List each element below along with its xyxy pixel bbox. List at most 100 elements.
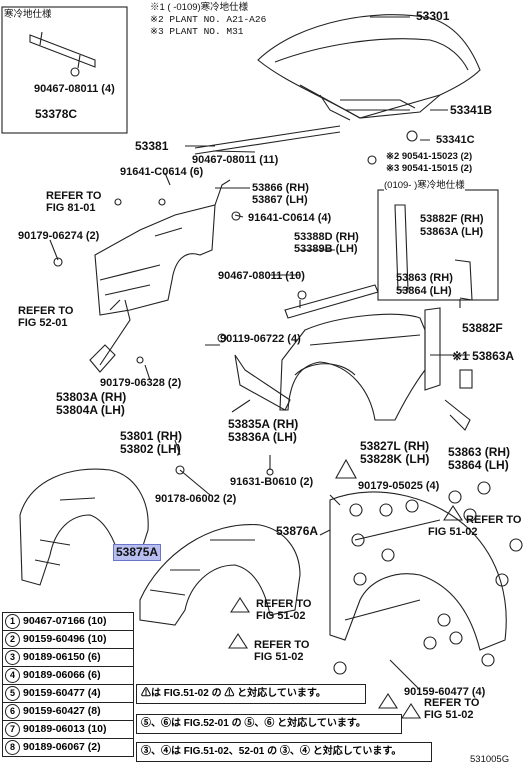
part-label-53388d-rh: 53388D (RH)	[294, 231, 359, 243]
legend-number: 1	[5, 614, 20, 629]
part-label-53863a: ※1 53863A	[452, 349, 515, 363]
legend-part-code: 90189-06150 (6)	[23, 651, 101, 663]
part-label-53864-lh: 53864 (LH)	[448, 458, 509, 472]
legend-row: 4 90189-06066 (6)	[2, 666, 134, 685]
part-label-90467-08011-11: 90467-08011 (11)	[192, 154, 279, 166]
legend-number: 3	[5, 650, 20, 665]
figure-code: 531005G	[470, 754, 510, 765]
rear-liner	[329, 491, 507, 651]
part-label-53876a: 53876A	[276, 524, 319, 538]
part-label-90467-08011-10: 90467-08011 (10)	[218, 270, 305, 282]
note-cold-region: ※1 ( -0109)寒冷地仕様	[150, 2, 249, 13]
part-label-53341b: 53341B	[450, 103, 493, 117]
legend-part-code: 90189-06067 (2)	[23, 741, 101, 753]
part-label-53836a-lh: 53836A (LH)	[228, 430, 297, 444]
legend-number: 2	[5, 632, 20, 647]
legend-row: 6 90159-60427 (8)	[2, 702, 134, 721]
note-fig-52-01: ⑤、⑥は FIG.52-01 の ⑤、⑥ と対応しています。	[136, 714, 402, 734]
legend-part-code: 90189-06066 (6)	[23, 669, 101, 681]
part-label-90541-15023: ※2 90541-15023 (2)	[386, 151, 473, 162]
inset-frame-left	[1, 6, 128, 134]
part-label-90179-06274: 90179-06274 (2)	[18, 230, 100, 242]
part-label-53827l-rh: 53827L (RH)	[360, 439, 430, 453]
legend-part-code: 90159-60496 (10)	[23, 633, 107, 645]
legend-number: 7	[5, 722, 20, 737]
refer-to-label: REFER TO	[46, 190, 102, 202]
legend-row: 7 90189-06013 (10)	[2, 720, 134, 739]
part-label-53864-lh: 53864 (LH)	[396, 285, 452, 297]
inset-left-title: 寒冷地仕様	[4, 9, 52, 20]
fender-apron	[94, 204, 216, 316]
refer-to-label: REFER TO	[466, 514, 522, 526]
part-label-53801-rh: 53801 (RH)	[120, 429, 183, 443]
hood-seal	[194, 125, 341, 155]
legend-number: 4	[5, 668, 20, 683]
part-label-53863-rh: 53863 (RH)	[396, 272, 453, 284]
part-label-53381: 53381	[135, 139, 169, 153]
part-label-53802-lh: 53802 (LH)	[120, 442, 181, 456]
note-plant-a21: ※2 PLANT NO. A21-A26	[150, 14, 267, 25]
hood-crease	[274, 38, 469, 71]
note-fig-51-02-52-01: ③、④は FIG.51-02、52-01 の ③、④ と対応しています。	[136, 742, 432, 762]
legend-row: 3 90189-06150 (6)	[2, 648, 134, 667]
legend-row: 8 90189-06067 (2)	[2, 738, 134, 757]
note-fig-51-02: ⚠は FIG.51-02 の ⚠ と対応しています。	[136, 684, 366, 704]
refer-fig-51-02[interactable]: FIG 51-02	[424, 709, 474, 721]
legend-row: 5 90159-60477 (4)	[2, 684, 134, 703]
legend-part-code: 90159-60477 (4)	[23, 687, 101, 699]
part-label-53828k-lh: 53828K (LH)	[360, 452, 430, 466]
part-label-53341c: 53341C	[436, 134, 475, 146]
legend-part-code: 90189-06013 (10)	[23, 723, 107, 735]
front-bracket	[89, 299, 131, 373]
part-label-53389b-lh: 53389B (LH)	[294, 243, 358, 255]
hood-outline	[257, 14, 481, 119]
part-label-53863a-lh: 53863A (LH)	[420, 226, 484, 238]
refer-fig-52-01[interactable]: FIG 52-01	[18, 317, 68, 329]
part-label-53863-rh: 53863 (RH)	[448, 445, 511, 459]
refer-to-label: REFER TO	[256, 598, 312, 610]
refer-fig-51-02[interactable]: FIG 51-02	[254, 651, 304, 663]
refer-fig-81-01[interactable]: FIG 81-01	[46, 202, 96, 214]
legend-number: 6	[5, 704, 20, 719]
side-garnish	[284, 284, 379, 319]
part-label-53882f: 53882F	[462, 321, 503, 335]
part-label-90159-60477: 90159-60477 (4)	[404, 686, 486, 698]
part-label-91641-c0614-6: 91641-C0614 (6)	[120, 166, 204, 178]
part-label-53803a-rh: 53803A (RH)	[56, 390, 127, 404]
refer-to-label: REFER TO	[18, 305, 74, 317]
part-label-53378c: 53378C	[35, 107, 78, 121]
part-label-53882f-rh: 53882F (RH)	[420, 213, 484, 225]
hood-inner-frame	[299, 84, 441, 121]
front-fender	[279, 313, 426, 421]
part-label-90179-05025: 90179-05025 (4)	[358, 480, 440, 492]
part-label-90178-06002: 90178-06002 (2)	[155, 493, 237, 505]
front-liner-left	[19, 468, 149, 586]
part-label-53866-rh: 53866 (RH)	[252, 182, 309, 194]
note-plant-m31: ※3 PLANT NO. M31	[150, 26, 244, 37]
part-label-53867-lh: 53867 (LH)	[252, 194, 308, 206]
front-liner-right	[139, 523, 301, 626]
clip-fastener	[53, 257, 63, 267]
inset-right-title: (0109- )寒冷地仕様	[384, 180, 465, 191]
refer-to-label: REFER TO	[254, 639, 310, 651]
part-label-90541-15015: ※3 90541-15015 (2)	[386, 163, 473, 174]
refer-fig-51-02[interactable]: FIG 51-02	[256, 610, 306, 622]
part-label-53835a-rh: 53835A (RH)	[228, 417, 299, 431]
part-label-90119-06722: 90119-06722 (4)	[220, 333, 301, 345]
part-label-90179-06328: 90179-06328 (2)	[100, 377, 182, 389]
part-label-91631-b0610: 91631-B0610 (2)	[230, 476, 314, 488]
legend-number: 8	[5, 740, 20, 755]
legend-part-code: 90159-60427 (8)	[23, 705, 101, 717]
legend-row: 1 90467-07166 (10)	[2, 612, 134, 631]
part-label-53875a-highlighted[interactable]: 53875A	[113, 544, 162, 561]
refer-to-label: REFER TO	[424, 697, 480, 709]
legend-number: 5	[5, 686, 20, 701]
refer-fig-51-02[interactable]: FIG 51-02	[428, 526, 478, 538]
part-label-90467-08011-4: 90467-08011 (4)	[34, 83, 115, 95]
part-label-53301: 53301	[416, 9, 450, 23]
part-label-91641-c0614-4: 91641-C0614 (4)	[248, 212, 332, 224]
legend-part-code: 90467-07166 (10)	[23, 615, 107, 627]
part-label-53804a-lh: 53804A (LH)	[56, 403, 125, 417]
